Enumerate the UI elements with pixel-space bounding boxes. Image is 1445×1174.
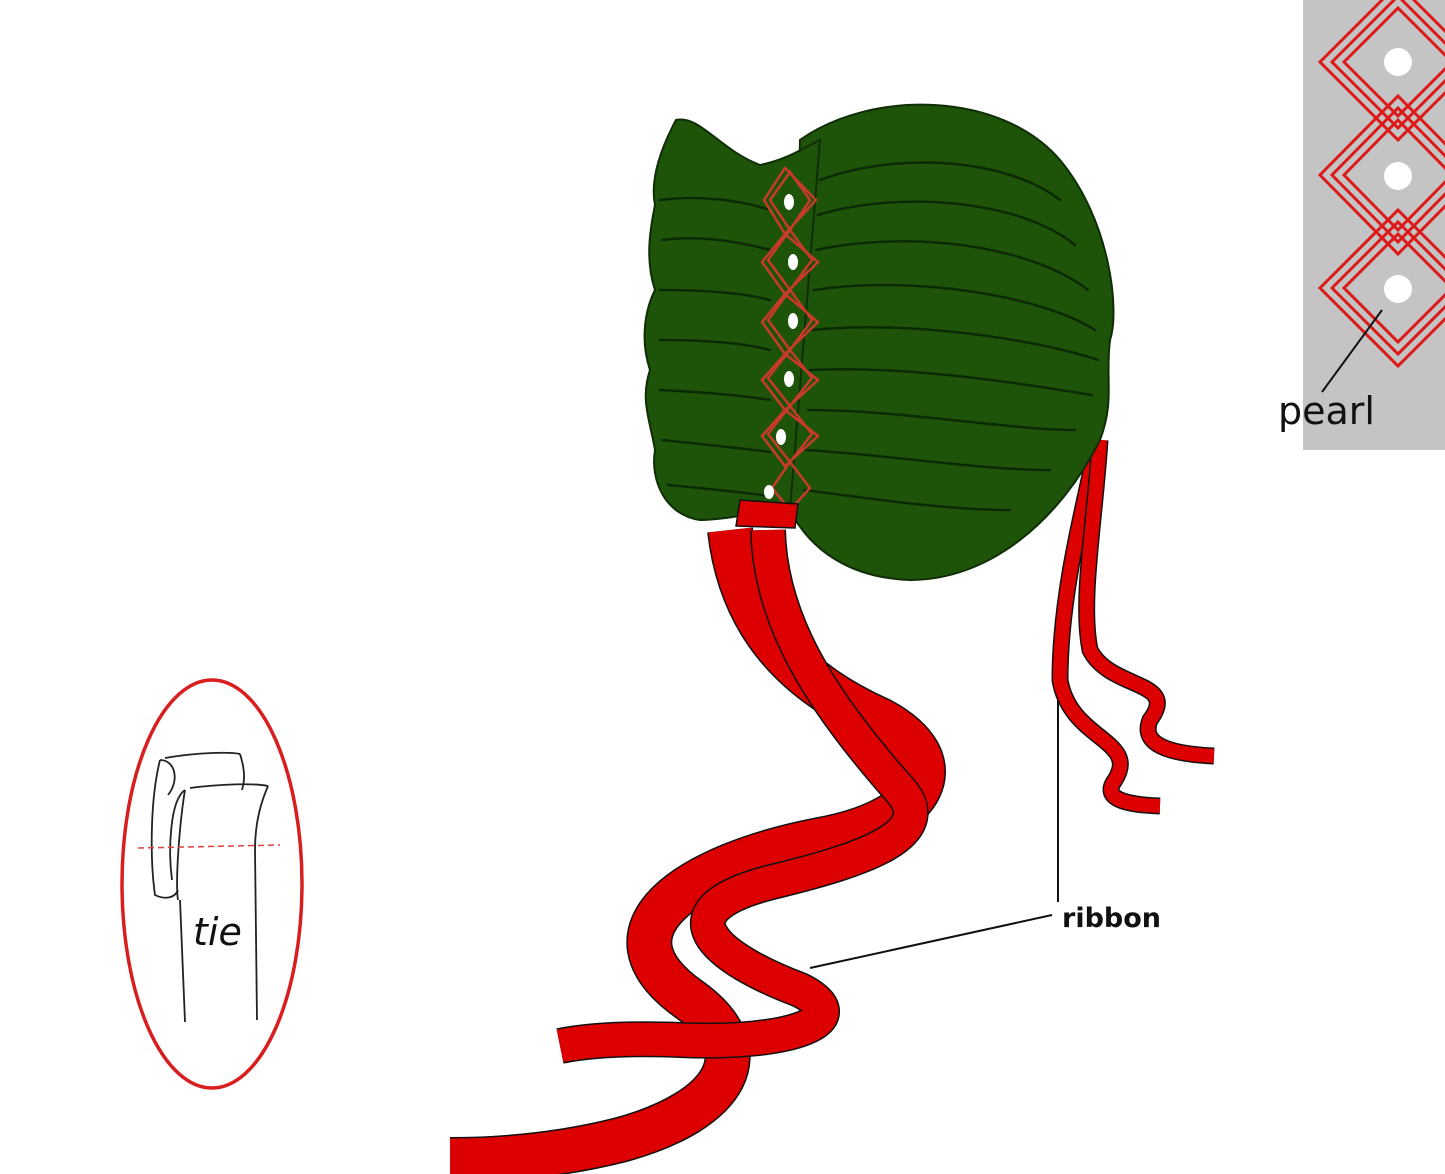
pearl-icon	[1384, 48, 1412, 76]
long-ribbon	[449, 527, 946, 1174]
ribbon-attachment	[735, 499, 799, 529]
tie-label: tie	[193, 910, 242, 954]
pearl-icon	[776, 429, 786, 445]
ribbon-label: ribbon	[1062, 903, 1161, 934]
tie-detail-circle	[120, 678, 304, 1090]
tie-stitch-line	[137, 844, 281, 849]
short-ribbon-b	[1079, 439, 1215, 763]
short-ribbons	[1051, 438, 1215, 815]
pearl-leader-line	[1321, 309, 1383, 393]
detail-panel-background	[1303, 0, 1445, 450]
pearl-icon	[788, 254, 798, 270]
pearl-icon	[784, 371, 794, 387]
tie-detail: tie	[120, 678, 304, 1090]
detail-diamond-lattice	[1317, 0, 1445, 369]
bonnet-icon	[643, 103, 1115, 582]
ribbon-callout	[809, 700, 1059, 969]
long-ribbon-strand-b-fill	[556, 529, 927, 1063]
pearl-label: pearl	[1278, 389, 1375, 433]
pearl-icon	[784, 194, 794, 210]
bonnet-fold-lines	[658, 161, 1100, 512]
pearl-icon	[1384, 162, 1412, 190]
pearl-icon	[788, 313, 798, 329]
pearl-detail-panel: pearl	[1278, 0, 1445, 450]
pearl-icon	[1384, 275, 1412, 303]
short-ribbon-a	[1052, 438, 1161, 813]
ribbon-leader-diagonal	[809, 914, 1053, 969]
pearl-icon	[764, 485, 774, 499]
bonnet-crown	[788, 103, 1115, 582]
tie-folded-ribbon	[150, 751, 269, 1023]
smocking-strip	[760, 166, 820, 512]
